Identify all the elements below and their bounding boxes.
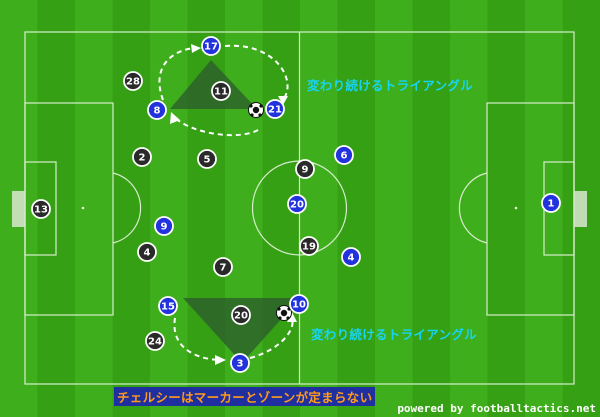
player-number: 1 xyxy=(548,199,555,210)
arrowhead-10 xyxy=(287,312,297,322)
player-token-black-5: 5 xyxy=(197,149,217,169)
player-token-black-9: 9 xyxy=(295,159,315,179)
player-marker xyxy=(154,216,174,236)
right-penalty-spot xyxy=(514,206,518,210)
player-token-blue-1: 1 xyxy=(541,193,561,213)
player-marker xyxy=(334,145,354,165)
marking-caption: チェルシーはマーカーとゾーンが定まらない xyxy=(114,387,376,406)
run-arrow-17-21 xyxy=(224,44,289,101)
player-number: 20 xyxy=(234,311,248,322)
player-marker xyxy=(145,331,165,351)
player-token-black-7: 7 xyxy=(213,257,233,277)
credit-text: powered by footballtactics.net xyxy=(397,402,596,415)
player-token-black-28: 28 xyxy=(123,71,143,91)
ball-lower xyxy=(276,305,292,321)
player-token-blue-4: 4 xyxy=(341,247,361,267)
run-arrow-8-17 xyxy=(158,47,199,101)
run-arrow-21-8 xyxy=(174,117,259,137)
player-tokens: 17 8 21 6 20 9 4 15 10 3 1 28 11 2 5 9 13 19 4 7 20 24 xyxy=(31,36,561,373)
player-token-black-11: 11 xyxy=(211,81,231,101)
lower-triangle-zone xyxy=(183,298,300,363)
player-number: 9 xyxy=(161,222,168,233)
player-number: 6 xyxy=(341,151,348,162)
left-goal xyxy=(12,191,25,227)
upper-triangle-callout: 変わり続けるトライアングル xyxy=(307,78,473,93)
player-marker xyxy=(295,159,315,179)
player-number: 4 xyxy=(144,248,151,259)
player-marker xyxy=(341,247,361,267)
upper-triangle-zone xyxy=(170,60,257,109)
player-token-black-20: 20 xyxy=(231,305,251,325)
player-token-blue-17: 17 xyxy=(201,36,221,56)
player-marker xyxy=(201,36,221,56)
player-number: 7 xyxy=(220,263,227,274)
arrowhead-17 xyxy=(191,44,201,53)
player-number: 3 xyxy=(237,359,244,370)
player-number: 24 xyxy=(148,337,162,348)
player-marker xyxy=(197,149,217,169)
player-token-black-13: 13 xyxy=(31,199,51,219)
player-marker xyxy=(213,257,233,277)
player-token-blue-9: 9 xyxy=(154,216,174,236)
player-token-blue-10: 10 xyxy=(289,294,309,314)
player-token-black-24: 24 xyxy=(145,331,165,351)
player-token-black-2: 2 xyxy=(132,147,152,167)
right-goal xyxy=(574,191,587,227)
player-number: 13 xyxy=(34,205,48,216)
player-number: 11 xyxy=(214,87,228,98)
player-token-blue-21: 21 xyxy=(265,99,285,119)
player-token-blue-15: 15 xyxy=(158,296,178,316)
player-marker xyxy=(147,100,167,120)
run-arrow-3-10 xyxy=(249,317,294,359)
player-number: 28 xyxy=(126,77,140,88)
player-marker xyxy=(211,81,231,101)
player-marker xyxy=(289,294,309,314)
right-penalty-arc xyxy=(458,172,488,244)
player-token-blue-8: 8 xyxy=(147,100,167,120)
lower-triangle-callout: 変わり続けるトライアングル xyxy=(311,327,477,342)
player-marker xyxy=(541,193,561,213)
player-marker xyxy=(287,194,307,214)
player-token-black-4: 4 xyxy=(137,242,157,262)
player-marker xyxy=(132,147,152,167)
player-marker xyxy=(158,296,178,316)
ball-upper xyxy=(248,102,264,118)
left-penalty-spot xyxy=(81,206,85,210)
player-number: 4 xyxy=(348,253,355,264)
arrowhead-21 xyxy=(278,96,288,105)
player-number: 2 xyxy=(139,153,146,164)
player-number: 15 xyxy=(161,302,175,313)
player-marker xyxy=(137,242,157,262)
player-marker xyxy=(231,305,251,325)
player-token-blue-6: 6 xyxy=(334,145,354,165)
player-number: 8 xyxy=(154,106,161,117)
player-marker xyxy=(265,99,285,119)
player-marker xyxy=(299,236,319,256)
player-number: 19 xyxy=(302,242,316,253)
arrowhead-8 xyxy=(170,112,180,124)
player-number: 21 xyxy=(268,105,282,116)
right-penalty-box xyxy=(486,102,575,316)
player-number: 20 xyxy=(290,200,304,211)
player-marker xyxy=(123,71,143,91)
left-penalty-arc xyxy=(112,172,142,244)
player-token-blue-3: 3 xyxy=(230,353,250,373)
player-token-black-19: 19 xyxy=(299,236,319,256)
player-marker xyxy=(230,353,250,373)
player-marker xyxy=(31,199,51,219)
player-token-blue-20: 20 xyxy=(287,194,307,214)
player-number: 10 xyxy=(292,300,306,311)
player-number: 17 xyxy=(204,42,218,53)
player-number: 9 xyxy=(302,165,309,176)
player-number: 5 xyxy=(204,155,211,166)
arrowhead-3 xyxy=(215,355,226,365)
